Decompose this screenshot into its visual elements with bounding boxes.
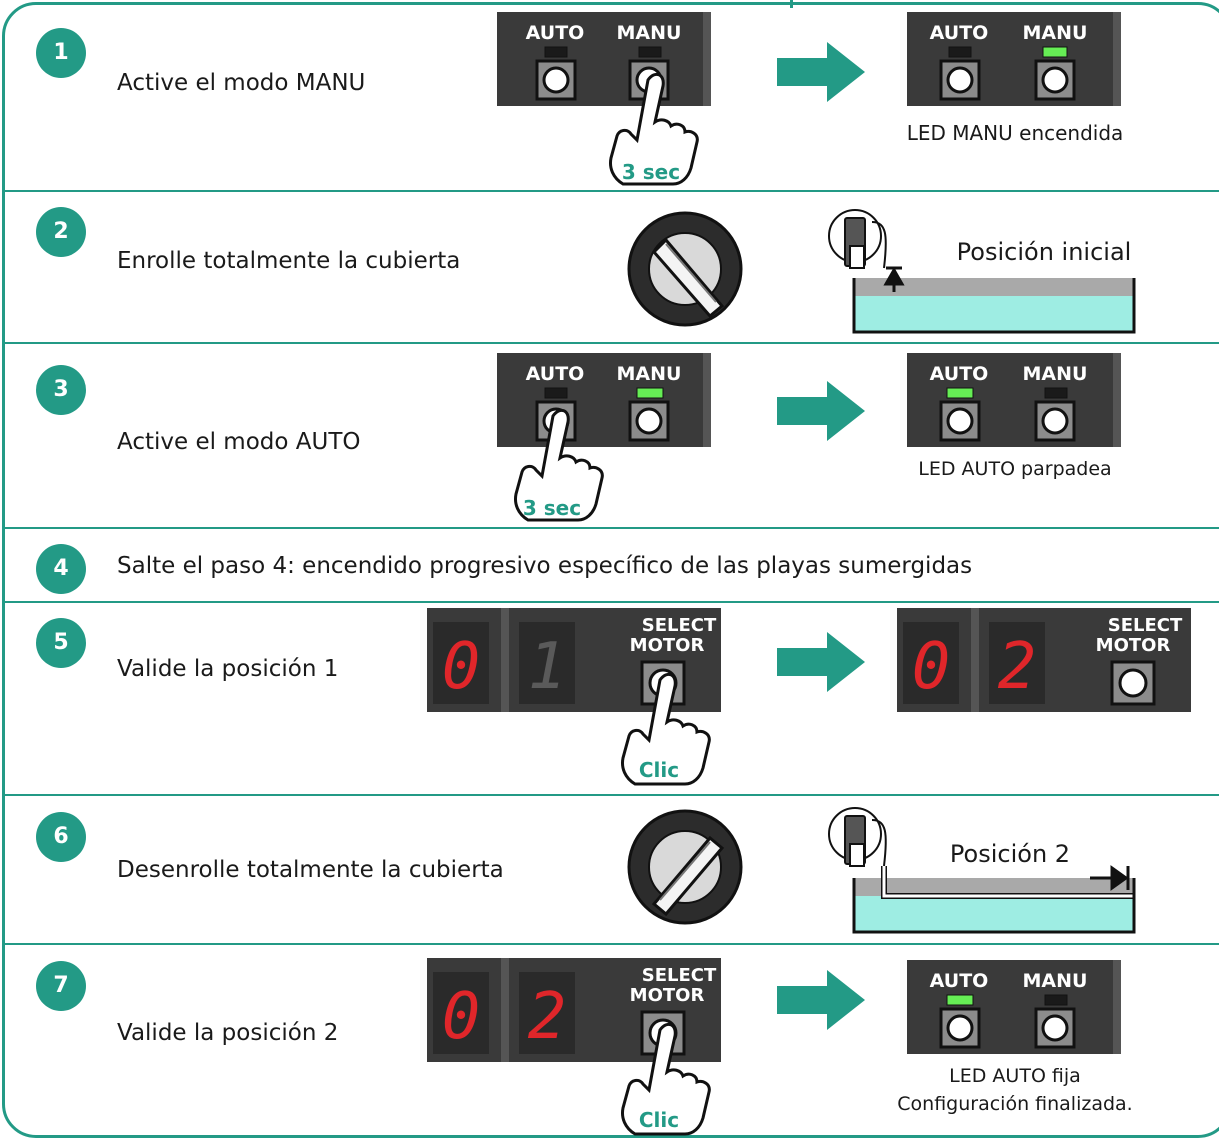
key-switch-icon — [627, 809, 743, 925]
auto-led — [544, 46, 568, 58]
manu-led — [1044, 994, 1068, 1006]
row-separator — [4, 342, 1219, 344]
auto-label: AUTO — [526, 22, 585, 44]
auto-label: AUTO — [930, 22, 989, 44]
step-3-text: Active el modo AUTO — [117, 429, 361, 455]
step-4-text: Salte el paso 4: encendido progresivo es… — [117, 553, 973, 579]
row-separator — [4, 190, 1219, 192]
svg-text:2: 2 — [528, 980, 567, 1054]
press-duration: 3 sec — [622, 160, 680, 184]
step-7-caption-line2: Configuración finalizada. — [897, 1093, 1133, 1115]
auto-label: AUTO — [930, 970, 989, 992]
scene-label: Posición inicial — [957, 238, 1132, 266]
press-duration: 3 sec — [523, 496, 581, 520]
step-5-number: 5 — [36, 618, 86, 668]
step-6-text: Desenrolle totalmente la cubierta — [117, 857, 504, 883]
pointing-hand-icon: 3 sec — [609, 72, 699, 186]
step-7-number: 7 — [36, 961, 86, 1011]
pointing-hand-icon: 3 sec — [514, 408, 604, 522]
manu-label: MANU — [1023, 22, 1088, 44]
manu-label: MANU — [617, 363, 682, 385]
manu-label: MANU — [1023, 970, 1088, 992]
step-3-number: 3 — [36, 365, 86, 415]
manu-led — [638, 46, 662, 58]
row-separator — [4, 943, 1219, 945]
auto-label: AUTO — [930, 363, 989, 385]
press-action: Clic — [639, 1108, 679, 1132]
row-separator — [4, 794, 1219, 796]
select-label: SELECT — [1108, 615, 1183, 636]
step-1-number: 1 — [36, 28, 86, 78]
step-7-caption-line1: LED AUTO fija — [949, 1065, 1081, 1087]
row-separator — [4, 601, 1219, 603]
auto-manu-panel-result: AUTO MANU — [907, 960, 1121, 1054]
step-1-text: Active el modo MANU — [117, 70, 366, 96]
motor-select-panel-result: 0 2 SELECT MOTOR — [897, 608, 1191, 712]
manu-led-on — [636, 387, 664, 399]
right-arrow-icon — [777, 970, 865, 1030]
right-arrow-icon — [777, 381, 865, 441]
pointing-hand-icon: Clic — [621, 672, 711, 786]
press-action: Clic — [639, 758, 679, 782]
pool-cover-icon: Posición inicial — [828, 209, 1136, 334]
motor-label: MOTOR — [1096, 635, 1171, 656]
step-7-text: Valide la posición 2 — [117, 1020, 339, 1046]
svg-text:1: 1 — [528, 630, 567, 704]
auto-label: AUTO — [526, 363, 585, 385]
svg-text:0: 0 — [912, 630, 951, 704]
step-4-number: 4 — [36, 544, 86, 594]
auto-manu-panel: AUTO MANU — [497, 353, 711, 447]
step-1-caption: LED MANU encendida — [906, 121, 1124, 145]
step-3-caption: LED AUTO parpadea — [918, 458, 1112, 480]
step-5-text: Valide la posición 1 — [117, 656, 339, 682]
auto-led — [544, 387, 568, 399]
pool-cover-icon: Posición 2 — [828, 807, 1136, 934]
step-2-text: Enrolle totalmente la cubierta — [117, 248, 461, 274]
key-switch-icon — [627, 211, 743, 327]
pointing-hand-icon: Clic — [621, 1022, 711, 1136]
scene-label: Posición 2 — [950, 840, 1070, 868]
row-separator — [4, 527, 1219, 529]
right-arrow-icon — [777, 632, 865, 692]
step-6-number: 6 — [36, 812, 86, 862]
svg-text:0: 0 — [442, 980, 481, 1054]
right-arrow-icon — [777, 42, 865, 102]
auto-led-on — [946, 994, 974, 1006]
motor-label: MOTOR — [630, 985, 705, 1006]
svg-text:0: 0 — [442, 630, 481, 704]
manu-label: MANU — [617, 22, 682, 44]
step-2-number: 2 — [36, 207, 86, 257]
auto-led-on — [946, 387, 974, 399]
select-label: SELECT — [642, 615, 717, 636]
auto-led — [948, 46, 972, 58]
manu-led — [1044, 387, 1068, 399]
manu-label: MANU — [1023, 363, 1088, 385]
motor-label: MOTOR — [630, 635, 705, 656]
auto-manu-panel-result: AUTO MANU — [907, 353, 1121, 447]
svg-text:2: 2 — [998, 630, 1037, 704]
manu-led-on — [1042, 46, 1068, 58]
motor-select-panel: 0 1 SELECT MOTOR — [427, 608, 721, 712]
select-label: SELECT — [642, 965, 717, 986]
auto-manu-panel-result: AUTO MANU — [907, 12, 1121, 106]
frame-tick — [790, 0, 793, 8]
